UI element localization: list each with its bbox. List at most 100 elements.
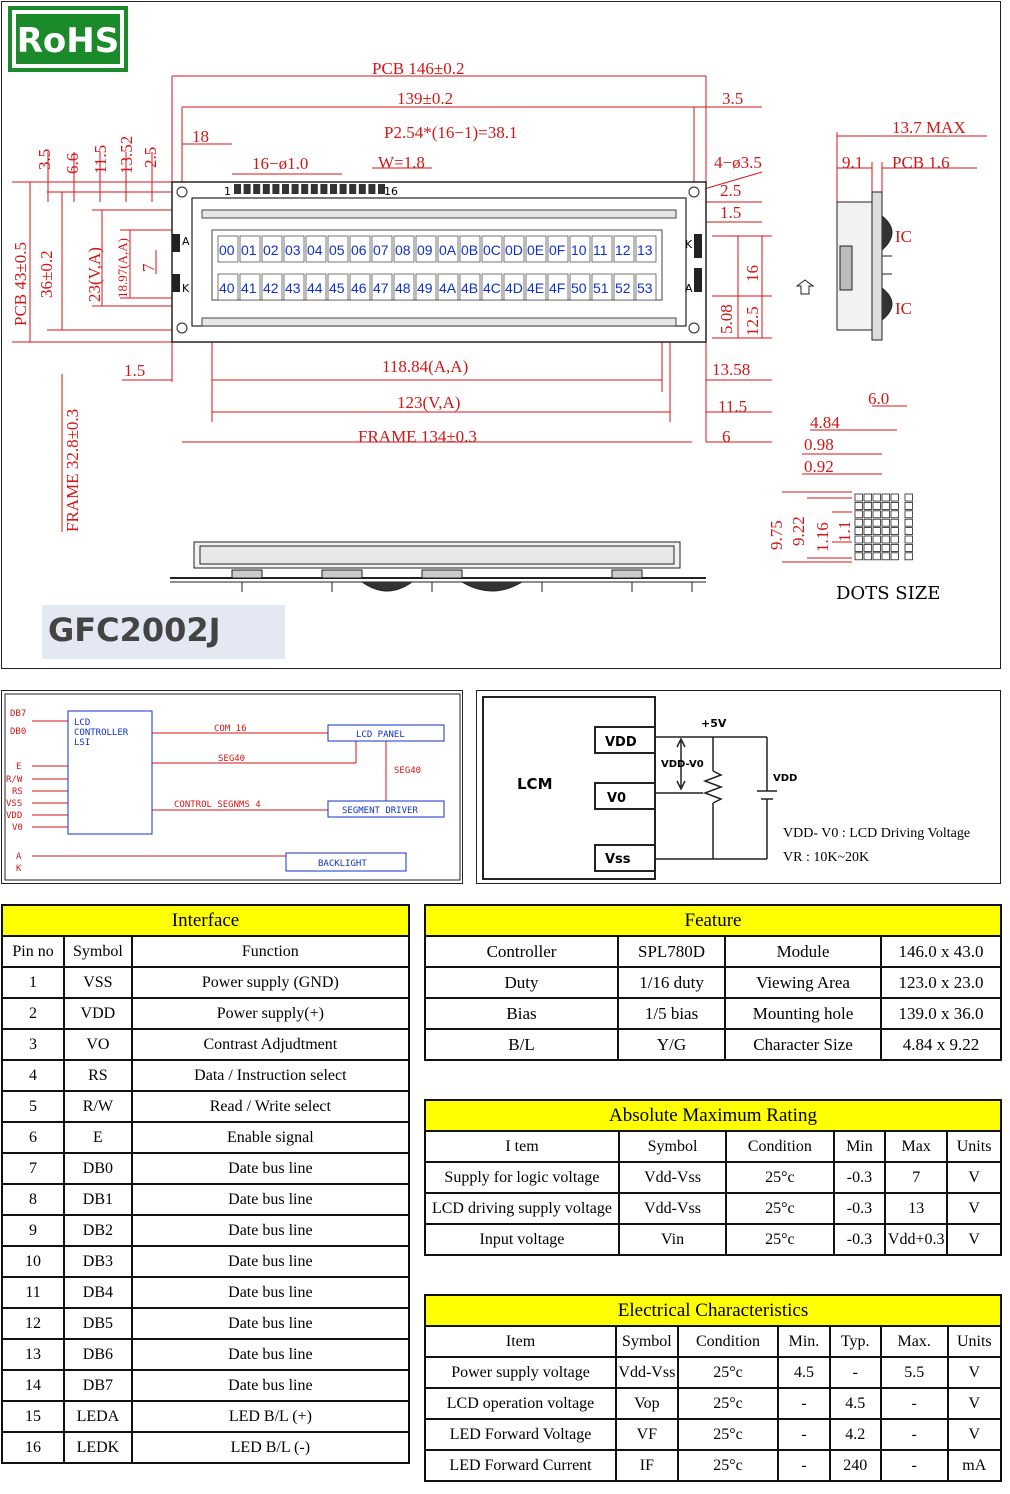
interface-cell: Enable signal <box>130 1121 411 1154</box>
controller-line-1: LCD <box>74 718 90 728</box>
elec-title: Electrical Characteristics <box>424 1294 1002 1327</box>
char-cell-address: 0D <box>505 242 523 258</box>
dim-dot-60: 6.0 <box>868 389 889 408</box>
char-cell-address: 08 <box>395 242 411 258</box>
pin-pad <box>310 184 318 194</box>
pin-16-label: 16 <box>384 185 398 198</box>
char-cell <box>613 273 635 301</box>
dim-pcb-h: PCB 43±0.5 <box>11 242 30 326</box>
char-cell <box>525 273 547 301</box>
dots-size-grid <box>854 493 913 561</box>
controller-line-2: CONTROLLER <box>74 728 129 738</box>
v0-pin-label: V0 <box>607 791 626 806</box>
amr-cell: -0.3 <box>832 1161 887 1194</box>
elec-cell: 25°c <box>676 1356 780 1389</box>
dot <box>890 552 899 561</box>
interface-cell: E <box>63 1121 133 1154</box>
char-cell-address: 00 <box>219 242 235 258</box>
dim-left-25: 2.5 <box>141 147 160 168</box>
dim-left-35: 3.5 <box>35 149 54 170</box>
amr-cell: Vdd+0.3 <box>884 1223 949 1256</box>
interface-cell: LED B/L (+) <box>130 1400 411 1433</box>
dot <box>863 552 872 561</box>
char-cell <box>371 235 393 263</box>
dot <box>890 544 899 552</box>
dot <box>890 501 899 510</box>
input-v0: V0 <box>12 823 23 833</box>
interface-cell: 9 <box>0 1214 66 1247</box>
elec-title-row: Electrical Characteristics <box>424 1294 1002 1327</box>
pin-pad <box>368 184 376 194</box>
feature-cell: 4.84 x 9.22 <box>879 1028 1003 1061</box>
dim-7: 7 <box>139 263 158 272</box>
char-cell-address: 51 <box>593 280 609 296</box>
char-cell-address: 0B <box>461 242 478 258</box>
pin-pad <box>253 184 261 194</box>
char-cell <box>261 273 283 301</box>
dot <box>872 493 881 502</box>
char-cell-address: 46 <box>351 280 367 296</box>
pin-1-label: 1 <box>224 185 231 198</box>
pin-pad <box>320 184 328 194</box>
dim-aa-w: 118.84(A,A) <box>382 357 468 376</box>
feature-cell: Controller <box>423 935 620 968</box>
dim-dot-098: 0.98 <box>804 435 834 454</box>
circuit-panel: LCM VDD V0 Vss +5V VDD-V0 VDD VDD- V0 : … <box>476 690 1001 884</box>
seg40b-label: SEG40 <box>394 766 421 776</box>
char-cell <box>481 273 503 301</box>
pin-pad <box>378 184 385 194</box>
interface-cell: 13 <box>0 1338 66 1371</box>
interface-cell: DB1 <box>63 1183 133 1216</box>
interface-cell: Power supply (GND) <box>130 966 411 999</box>
char-cell <box>635 273 657 301</box>
input-vdd: VDD <box>6 811 22 821</box>
dim-dot-11: 1.1 <box>835 521 854 542</box>
cursor-dot <box>904 518 913 527</box>
char-cell-address: 4C <box>483 280 501 296</box>
model-badge: GFC2002J <box>42 605 285 659</box>
interface-cell: DB4 <box>63 1276 133 1309</box>
dot <box>881 552 890 561</box>
interface-cell: 7 <box>0 1152 66 1185</box>
dot <box>854 535 863 544</box>
control-label: CONTROL SEGNMS 4 <box>174 800 261 810</box>
block-input-labels: DB7 DB0 E R/W RS VSS VDD V0 A K COM 16 S… <box>6 709 421 874</box>
dot <box>890 493 899 502</box>
elec-cell: LCD operation voltage <box>423 1387 618 1420</box>
amr-header-cell: Max <box>884 1130 949 1163</box>
char-cell <box>349 273 371 301</box>
char-cell-address: 0E <box>527 242 544 258</box>
elec-cell: - <box>879 1418 949 1451</box>
char-cell <box>261 235 283 263</box>
dim-18: 18 <box>192 127 209 146</box>
pin-pad <box>349 184 357 194</box>
char-cell <box>327 273 349 301</box>
char-cell <box>459 235 481 263</box>
input-e: E <box>16 762 21 772</box>
char-cell <box>613 235 635 263</box>
drawing-panel: RoHS <box>1 1 1001 669</box>
segment-driver-label: SEGMENT DRIVER <box>342 806 418 816</box>
dot <box>881 493 890 502</box>
pin-pad <box>262 184 270 194</box>
interface-title-row: Interface <box>1 904 410 937</box>
amr-cell: V <box>946 1161 1002 1194</box>
char-cell-address: 52 <box>615 280 631 296</box>
dot <box>890 510 899 519</box>
char-cell <box>591 235 613 263</box>
note-vr: VR : 10K~20K <box>783 850 869 865</box>
dot <box>872 510 881 519</box>
interface-cell: 8 <box>0 1183 66 1216</box>
elec-header-cell: Item <box>423 1325 618 1358</box>
interface-cell: 6 <box>0 1121 66 1154</box>
dot <box>854 544 863 552</box>
